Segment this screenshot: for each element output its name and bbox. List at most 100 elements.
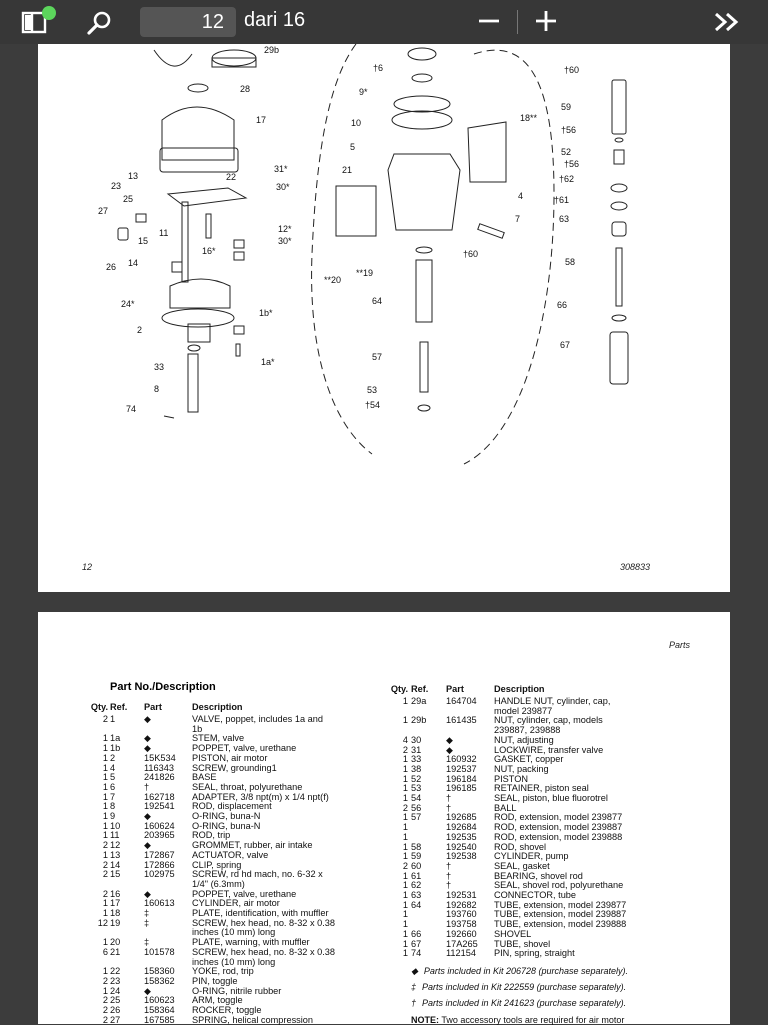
description-cell: O-RING, nitrile rubber (192, 985, 282, 996)
description-cell: O-RING, buna-N (192, 820, 261, 831)
description-cell: HANDLE NUT, cylinder, cap, (494, 696, 611, 706)
ref-cell: 59 (411, 851, 422, 862)
ref-cell: 11 (110, 830, 120, 841)
kit-note: † Parts included in Kit 241623 (purchase … (411, 998, 626, 1008)
part-cell: ◆ (144, 714, 152, 724)
qty-cell: 1 (102, 752, 108, 763)
description-cell: SEAL, piston, blue fluorotrel (494, 793, 608, 803)
part-cell: 15K534 (144, 752, 176, 763)
kit-text: Parts included in Kit 206728 (purchase s… (423, 966, 629, 976)
part-cell: Part (446, 684, 464, 694)
ref-cell: 66 (411, 928, 422, 939)
description-cell: ROD, trip (192, 830, 231, 841)
search-icon[interactable] (86, 9, 114, 37)
description-cell: TUBE, extension, model 239877 (494, 899, 627, 910)
qty-cell: 1 (102, 830, 108, 841)
ref-cell: 33 (411, 754, 422, 765)
qty-cell: 1 (402, 870, 408, 881)
qty-cell: 1 (402, 948, 408, 959)
sidebar-toggle-icon[interactable] (21, 9, 49, 35)
callout-label: **19 (356, 268, 373, 278)
note: NOTE: Two accessory tools are required f… (411, 1015, 624, 1025)
ref-cell: 16 (110, 888, 121, 899)
qty-cell: 1 (402, 851, 408, 862)
qty-cell: 1 (402, 783, 408, 794)
ref-cell: 21 (110, 946, 121, 957)
part-cell: ◆ (446, 744, 454, 755)
callout-label: 26 (106, 262, 116, 272)
description-cell: ROD, extension, model 239877 (494, 812, 623, 823)
description-cell: TUBE, extension, model 239887 (494, 909, 627, 920)
qty-cell: 1 (402, 880, 408, 891)
description-cell: CYLINDER, air motor (192, 898, 280, 909)
qty-cell: 1 (402, 812, 408, 823)
callout-label: 74 (126, 404, 136, 414)
description-cell: CONNECTOR, tube (494, 890, 577, 900)
parts-heading: Part No./Description (110, 681, 216, 693)
description-cell: 1b (192, 723, 203, 734)
kit-note: ‡Parts included in Kit 222559 (purchase … (411, 982, 626, 992)
callout-label: 12* (278, 224, 292, 234)
qty-cell: 1 (102, 733, 108, 744)
description-cell: VALVE, poppet, includes 1a and (192, 714, 323, 724)
note-text: Two accessory tools are required for air… (441, 1015, 625, 1025)
part-cell: 241826 (144, 772, 175, 783)
qty-cell: 1 (102, 937, 108, 948)
page-number-input[interactable]: 12 (140, 7, 236, 37)
qty-cell: 1 (402, 928, 408, 939)
description-cell: CYLINDER, pump (494, 851, 569, 862)
qty-cell: 1 (402, 890, 408, 900)
kit-symbol: † (411, 998, 417, 1008)
next-page-icon[interactable] (712, 10, 746, 34)
ref-cell: 60 (411, 860, 422, 871)
zoom-in-button[interactable] (533, 8, 559, 34)
qty-cell: 1 (402, 831, 408, 842)
ref-cell: 18 (110, 908, 121, 918)
part-cell: 196184 (446, 773, 477, 784)
ref-cell: 27 (110, 1014, 121, 1025)
kit-text: Parts included in Kit 222559 (purchase s… (422, 982, 627, 992)
description-cell: BEARING, shovel rod (494, 870, 583, 881)
ref-cell: 30 (411, 734, 422, 745)
description-cell: SCREW, hex head, no. 8-32 x 0.38 (192, 946, 335, 957)
qty-cell: 1 (102, 820, 108, 831)
part-cell: ◆ (144, 888, 152, 899)
callout-label: 27 (98, 206, 108, 216)
qty-cell: 1 (102, 849, 108, 860)
qty-cell: Qty. (390, 684, 408, 694)
part-cell: 192540 (446, 841, 477, 852)
qty-cell: 1 (402, 909, 408, 920)
part-cell: † (446, 860, 452, 871)
description-cell: ROD, displacement (192, 801, 272, 812)
description-cell: Description (494, 684, 545, 694)
part-cell: ◆ (446, 734, 454, 745)
qty-cell: 1 (402, 822, 408, 833)
description-cell: PIN, toggle (192, 975, 238, 986)
callout-label: 7 (515, 214, 520, 224)
qty-cell: 1 (402, 938, 408, 949)
ref-cell: 1b (110, 743, 121, 754)
part-cell: ◆ (144, 985, 152, 996)
part-cell: 192538 (446, 851, 477, 862)
kit-text: Parts included in Kit 241623 (purchase s… (422, 998, 627, 1008)
ref-cell: 24 (110, 985, 121, 996)
part-cell: 158364 (144, 1005, 175, 1015)
part-cell: 192684 (446, 822, 477, 833)
ref-cell: 53 (411, 783, 422, 794)
part-cell: 161435 (446, 715, 477, 726)
zoom-out-button[interactable] (476, 8, 502, 34)
document-number: 308833 (620, 562, 651, 572)
qty-cell: 1 (102, 762, 108, 773)
qty-cell: 2 (102, 1005, 108, 1015)
note-label: NOTE: (411, 1015, 439, 1025)
description-cell: ADAPTER, 3/8 npt(m) x 1/4 npt(f) (192, 791, 329, 802)
ref-cell: 67 (411, 938, 422, 949)
callout-label: †56 (564, 159, 579, 169)
part-cell: 203965 (144, 830, 175, 841)
toolbar: 12 dari 16 (0, 0, 768, 44)
ref-cell: 9 (110, 811, 116, 821)
part-cell: ◆ (144, 840, 152, 851)
